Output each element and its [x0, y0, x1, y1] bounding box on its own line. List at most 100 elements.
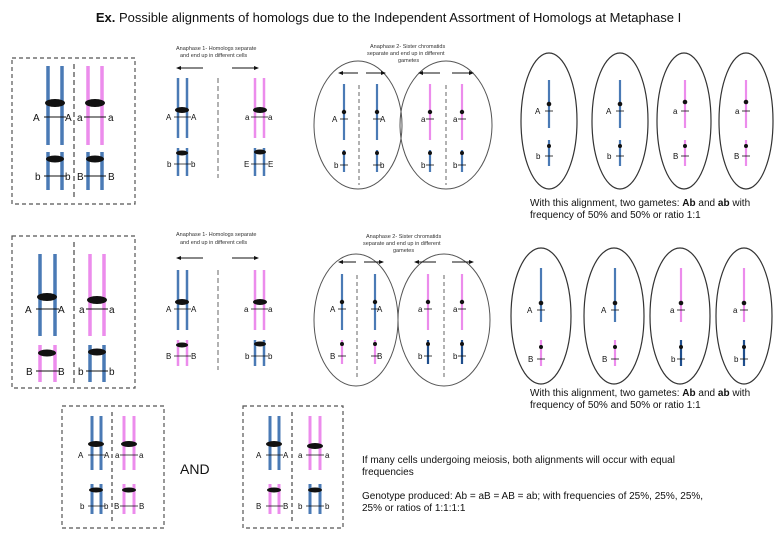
arrowhead — [418, 71, 423, 75]
allele-label: b — [78, 367, 84, 378]
centromere — [613, 345, 617, 349]
centromere — [679, 345, 683, 349]
allele-label: b — [35, 172, 41, 183]
arrowhead — [381, 71, 386, 75]
centromere — [175, 107, 189, 113]
title-text: Possible alignments of homologs due to t… — [118, 10, 682, 25]
allele-label: B — [58, 367, 65, 378]
allele-label: b — [109, 367, 115, 378]
centromere — [88, 348, 106, 356]
allele-label: b — [167, 160, 172, 169]
allele-label: a — [244, 305, 249, 314]
centromere — [547, 144, 551, 148]
centromere — [176, 342, 188, 348]
allele-label: a — [268, 305, 273, 314]
centromere — [374, 109, 380, 115]
anaphase2-label-line3: gametes — [398, 58, 419, 64]
metaphase-box-row2 — [11, 235, 136, 389]
allele-label: B — [108, 172, 115, 183]
allele-label: b — [268, 352, 273, 361]
centromere — [741, 300, 747, 306]
gamete-cell — [718, 52, 774, 190]
allele-label: A — [65, 113, 72, 124]
allele-label: a — [673, 107, 678, 116]
arrowhead — [254, 256, 259, 260]
allele-label: b — [671, 355, 676, 364]
summary-box-left — [61, 405, 165, 529]
allele-label: B — [139, 502, 144, 511]
allele-label: A — [58, 305, 65, 316]
allele-label: a — [453, 305, 458, 314]
allele-label: A — [330, 305, 336, 314]
centromere — [612, 300, 618, 306]
allele-label: b — [80, 502, 85, 511]
allele-label: b — [104, 502, 109, 511]
centromere — [122, 487, 136, 493]
centromere — [460, 342, 464, 346]
summary-box-right — [242, 405, 344, 529]
allele-label: A — [606, 107, 612, 116]
allele-label: B — [734, 152, 739, 161]
anaphase1-label-line1: Anaphase 1- Homologs separate — [176, 232, 256, 238]
centromere — [539, 345, 543, 349]
centromere — [308, 487, 322, 493]
allele-label: b — [298, 502, 303, 511]
allele-label: b — [734, 355, 739, 364]
allele-label: b — [453, 161, 458, 170]
cell-outline — [399, 60, 493, 190]
allele-label: b — [245, 352, 250, 361]
gamete-cell — [510, 247, 572, 385]
arrowhead — [469, 260, 474, 264]
centromere — [742, 345, 746, 349]
allele-label: b — [418, 352, 423, 361]
allele-label: b — [65, 172, 71, 183]
anaphase1-label-line2: and end up in different cells — [180, 53, 247, 59]
allele-label: A — [283, 451, 289, 460]
centromere — [342, 151, 346, 155]
centromere — [307, 443, 323, 449]
anaphase2-label-line3: gametes — [393, 248, 414, 254]
row1-caption: With this alignment, two gametes: Ab and… — [530, 198, 751, 221]
allele-label: B — [283, 502, 288, 511]
centromere — [85, 99, 105, 107]
arrowhead — [254, 66, 259, 70]
allele-label: E — [244, 160, 249, 169]
allele-label: a — [245, 113, 250, 122]
allele-label: a — [268, 113, 273, 122]
gamete-cell — [649, 247, 711, 385]
centromere — [254, 149, 266, 155]
allele-label: B — [256, 502, 261, 511]
allele-label: A — [166, 113, 172, 122]
centromere — [617, 101, 623, 107]
allele-label: B — [602, 355, 607, 364]
centromere — [176, 150, 188, 156]
allele-label: b — [334, 161, 339, 170]
centromere — [678, 300, 684, 306]
allele-label: B — [114, 502, 119, 511]
allele-label: A — [25, 305, 32, 316]
allele-label: a — [325, 451, 330, 460]
summary-line3: Genotype produced: Ab = aB = AB = ab; wi… — [362, 491, 704, 502]
allele-label: a — [79, 305, 85, 316]
allele-label: a — [298, 451, 303, 460]
centromere — [459, 109, 465, 115]
allele-label: A — [166, 305, 172, 314]
summary-line4: 25% or ratios of 1:1:1:1 — [362, 503, 466, 514]
gamete-cell — [656, 52, 712, 190]
cell-outline — [313, 60, 403, 190]
allele-label: a — [670, 306, 675, 315]
allele-label: B — [673, 152, 678, 161]
allele-label: b — [607, 152, 612, 161]
allele-label: a — [418, 305, 423, 314]
centromere — [89, 487, 103, 493]
allele-label: A — [332, 115, 338, 124]
centromere — [267, 487, 281, 493]
gamete-cell — [520, 52, 578, 190]
centromere — [121, 441, 137, 447]
allele-label: B — [191, 352, 196, 361]
allele-label: b — [325, 502, 330, 511]
centromere — [428, 151, 432, 155]
centromere — [87, 296, 107, 304]
centromere — [682, 99, 688, 105]
allele-label: A — [377, 305, 383, 314]
